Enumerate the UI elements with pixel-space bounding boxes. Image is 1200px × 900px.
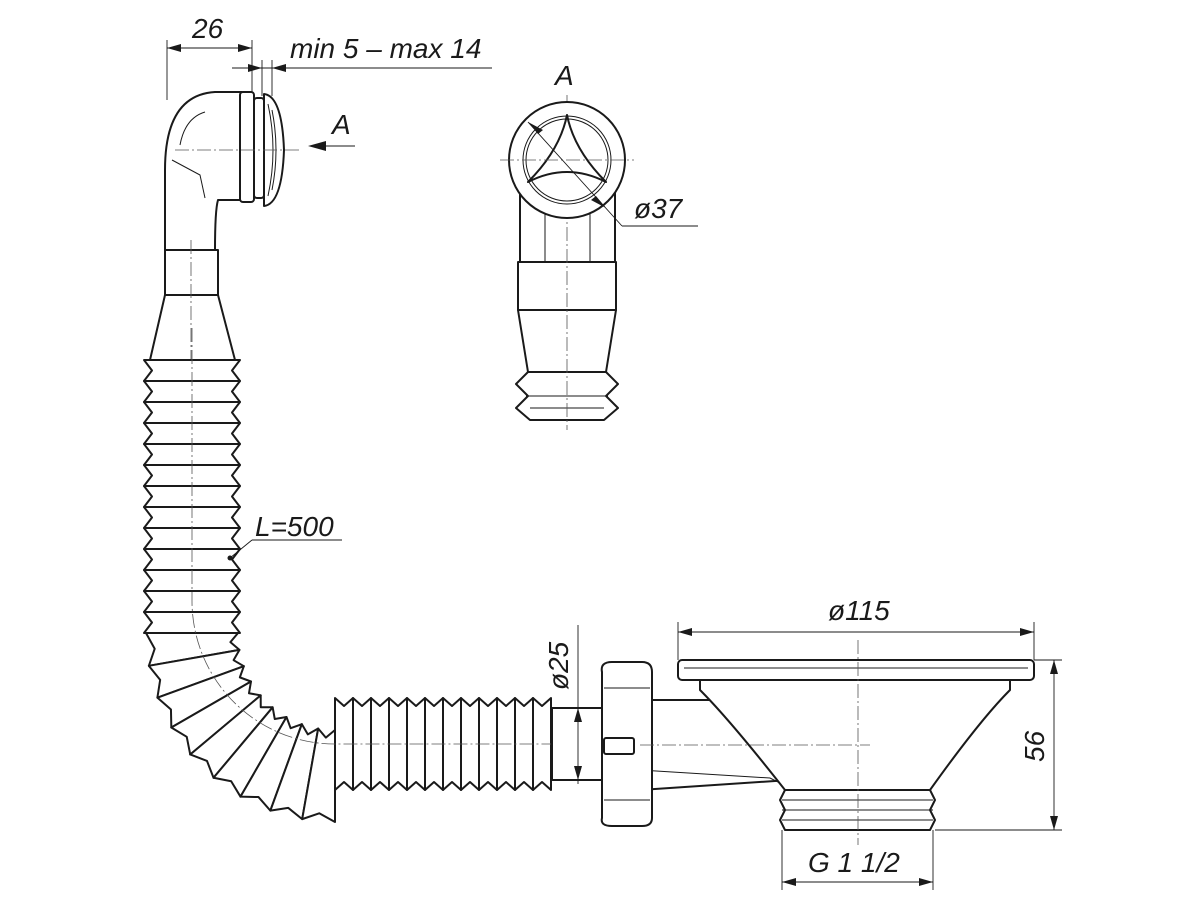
view-arrow: A [308,109,355,151]
view-title: A [553,60,574,91]
hose-centerline [191,328,555,745]
overflow-width-label: 26 [191,13,224,44]
corrugated-hose [143,328,555,823]
overflow-sleeve [164,249,219,296]
overflow-elbow [164,91,243,251]
hose-diameter-label: ø25 [543,641,574,690]
strainer-flange [677,659,1035,681]
view-marker-label: A [330,109,351,140]
overflow-nut [253,97,265,199]
overflow-assembly [149,91,300,380]
hose-length-callout: L=500 [227,511,342,561]
dim-overflow-diameter: ø37 [527,121,698,227]
overflow-diameter-label: ø37 [634,193,684,224]
strainer-height-label: 56 [1019,730,1050,762]
dim-thread: G 1 1/2 [781,830,934,890]
overflow-cone [149,294,236,361]
thread-label: G 1 1/2 [808,847,900,878]
hose-length-label: L=500 [255,511,334,542]
dim-strainer-height: 56 [935,659,1062,831]
hose-rib-v-12 [143,611,241,634]
dim-wall-thickness: min 5 – max 14 [232,33,492,96]
dim-hose-diameter: ø25 [543,625,590,784]
overflow-grille-tri [527,114,607,183]
dim-overflow-width: 26 [166,13,253,100]
strainer-assembly [551,640,1035,845]
strainer-diameter-label: ø115 [828,595,890,626]
overflow-flange [239,91,255,203]
dim-strainer-diameter: ø115 [677,595,1035,660]
wall-thickness-label: min 5 – max 14 [290,33,481,64]
view-a: A [500,60,634,430]
